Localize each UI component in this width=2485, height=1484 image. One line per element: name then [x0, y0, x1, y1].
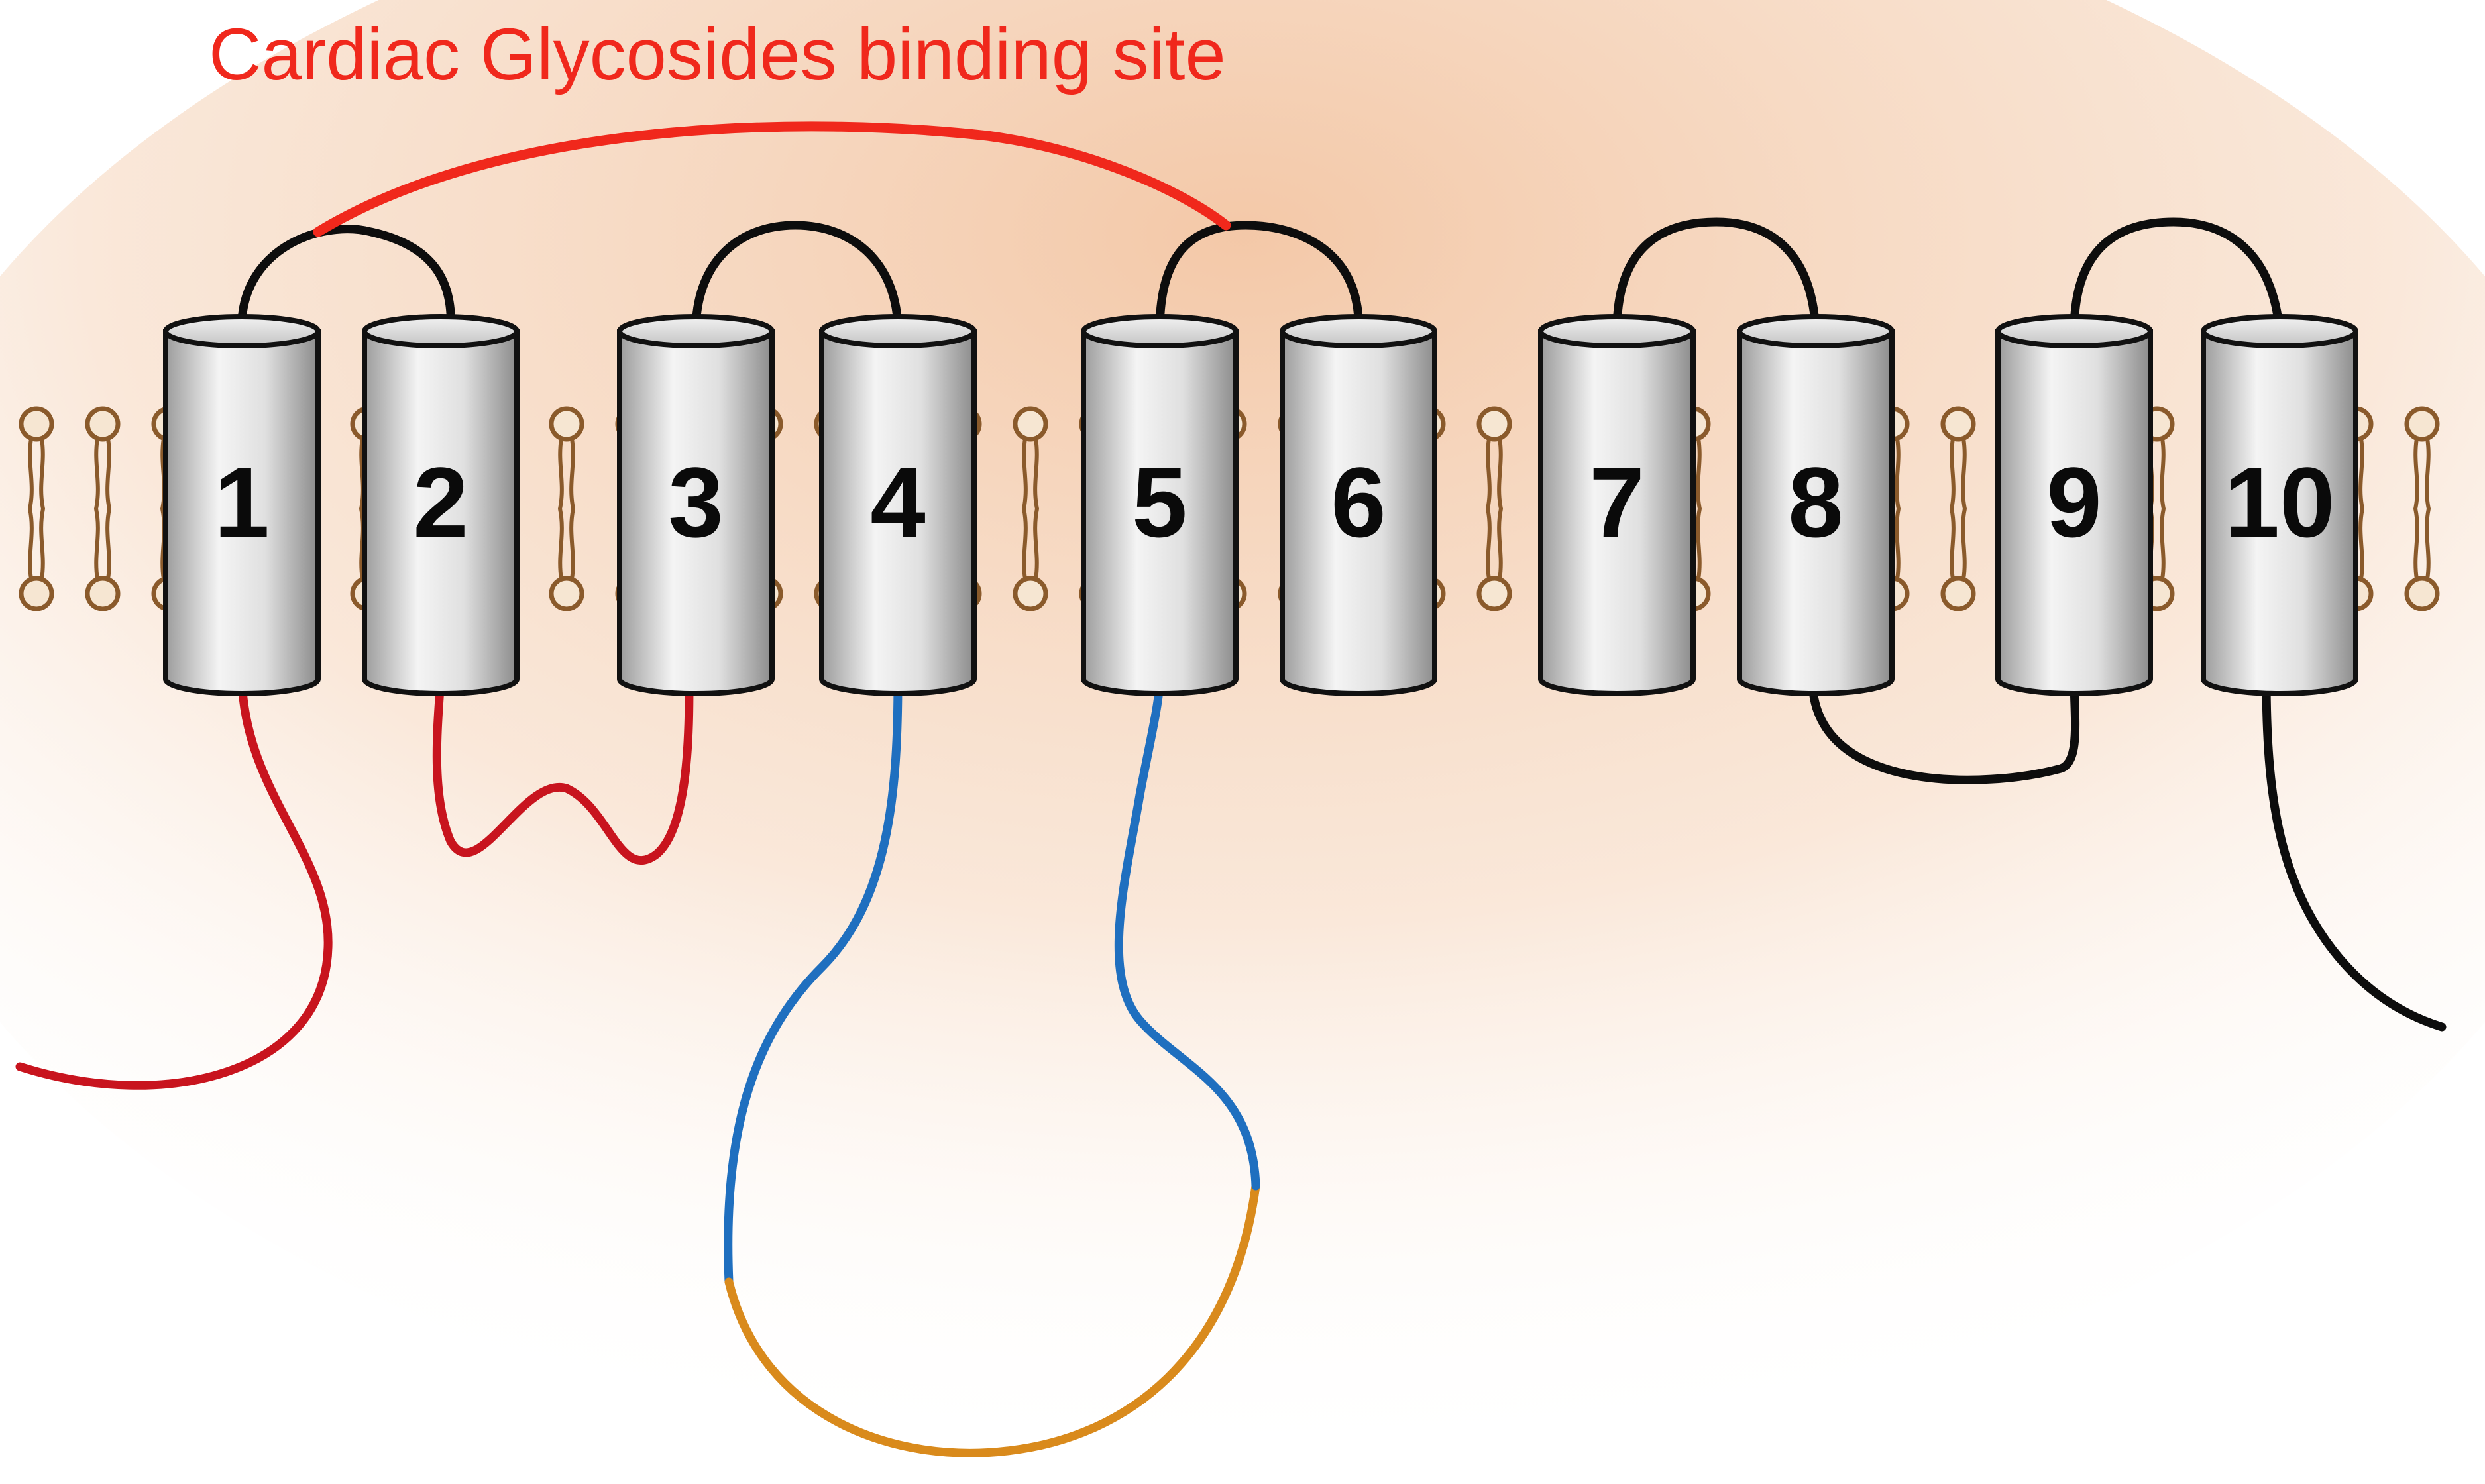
helix-cap	[617, 314, 775, 348]
loop-4-5-orange	[724, 1181, 1260, 1458]
loop-2-3	[432, 674, 694, 865]
helix-number-label: 3	[668, 447, 723, 558]
helix-1: 1	[163, 314, 321, 696]
cytoplasmic-loops	[15, 674, 2447, 1458]
helix-2: 2	[362, 314, 520, 696]
loop-8-9	[1808, 674, 2080, 784]
helix-7: 7	[1538, 314, 1696, 696]
helix-cap	[1280, 314, 1437, 348]
loop-3-4	[691, 221, 903, 336]
helix-body	[1280, 329, 1437, 696]
binding-site-arc	[313, 121, 1231, 237]
helix-cap	[1081, 314, 1239, 348]
binding-site-label: Cardiac Glycosides binding site	[209, 14, 1226, 95]
helix-number-label: 5	[1132, 447, 1187, 558]
helix-4: 4	[819, 314, 977, 696]
loop-5-6	[1155, 221, 1363, 336]
helix-body	[1737, 329, 1895, 696]
extracellular-loops	[237, 217, 2284, 336]
loop-4-5-blue-left	[724, 674, 903, 1287]
helix-number-label: 2	[413, 447, 468, 558]
helix-body	[819, 329, 977, 696]
helix-cap	[819, 314, 977, 348]
helix-body	[163, 329, 321, 696]
loop-1-2	[237, 225, 455, 336]
helix-cap	[362, 314, 520, 348]
helix-body	[1081, 329, 1239, 696]
helix-body	[2201, 329, 2358, 696]
helix-body	[617, 329, 775, 696]
helix-number-label: 10	[2225, 447, 2335, 558]
helix-number-label: 6	[1331, 447, 1386, 558]
helix-10: 10	[2201, 314, 2358, 696]
helix-cap	[163, 314, 321, 348]
helix-9: 9	[1995, 314, 2153, 696]
helix-number-label: 8	[1788, 447, 1843, 558]
loop-4-5-blue-right	[1114, 674, 1260, 1191]
helix-body	[1538, 329, 1696, 696]
n-terminal-tail	[15, 674, 333, 1090]
helix-3: 3	[617, 314, 775, 696]
helix-number-label: 7	[1589, 447, 1644, 558]
helix-cap	[1538, 314, 1696, 348]
helix-cap	[1995, 314, 2153, 348]
c-terminal-tail	[2262, 674, 2447, 1032]
helix-8: 8	[1737, 314, 1895, 696]
loop-7-8	[1612, 217, 1820, 336]
helix-cap	[2201, 314, 2358, 348]
helix-6: 6	[1280, 314, 1437, 696]
helix-cap	[1737, 314, 1895, 348]
helix-5: 5	[1081, 314, 1239, 696]
helix-number-label: 9	[2046, 447, 2101, 558]
helix-body	[1995, 329, 2153, 696]
helix-body	[362, 329, 520, 696]
transmembrane-helices: 1 2 3 4 5 6 7 8 9 10	[163, 314, 2358, 696]
helix-number-label: 1	[214, 447, 269, 558]
loop-9-10	[2070, 217, 2284, 336]
helix-number-label: 4	[870, 447, 925, 558]
